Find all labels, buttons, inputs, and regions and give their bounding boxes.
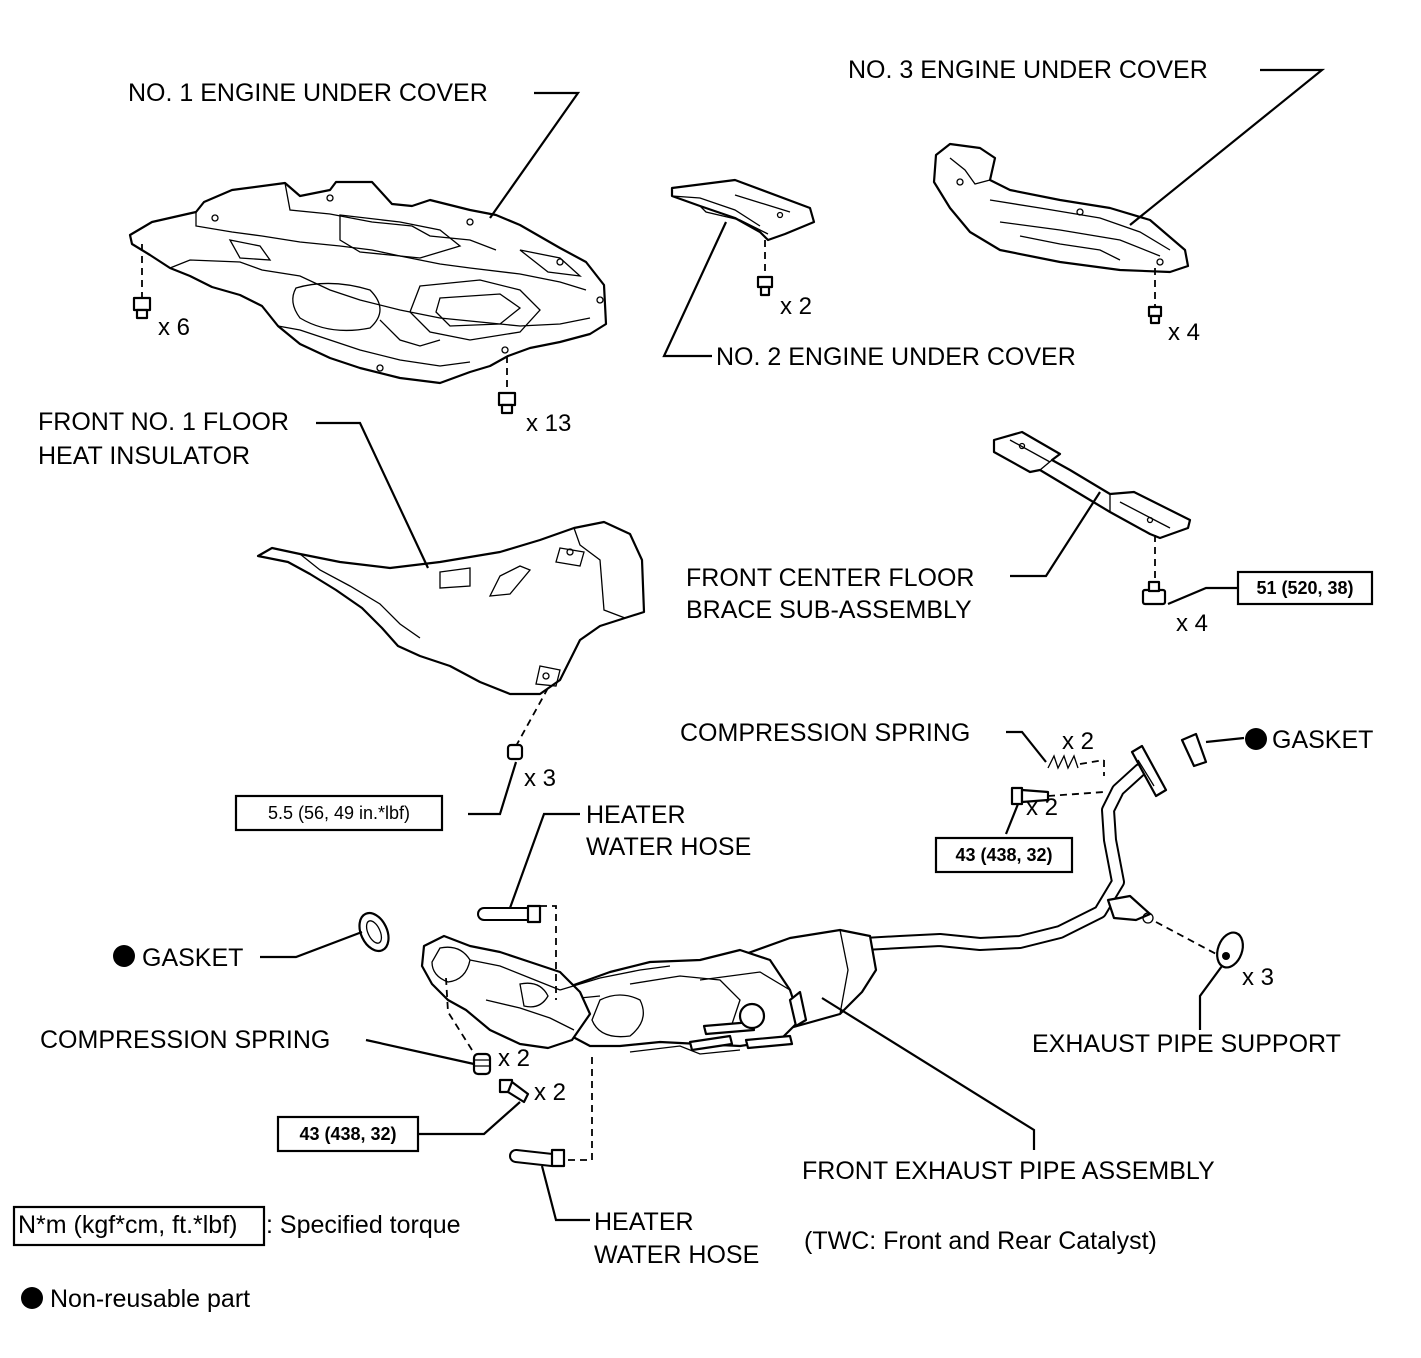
label-gasket-right: GASKET [1272, 726, 1373, 754]
no3-engine-under-cover-part [932, 142, 1190, 274]
qty-front-bolt: x 2 [534, 1079, 566, 1106]
qty-no1-cover-bottom: x 13 [526, 410, 571, 437]
label-heater-hose-bottom-line1: HEATER [594, 1208, 694, 1236]
bolt-icon [132, 296, 152, 320]
label-floor-brace-line2: BRACE SUB-ASSEMBLY [686, 596, 972, 624]
non-reusable-mark [1245, 728, 1267, 750]
non-reusable-mark [21, 1287, 43, 1309]
qty-no1-cover-left: x 6 [158, 314, 190, 341]
compression-spring-icon [472, 1052, 492, 1076]
torque-heat-insulator: 5.5 (56, 49 in.*lbf) [268, 803, 410, 823]
torque-box-heat-insulator [234, 794, 444, 832]
qty-heat-insulator-nut: x 3 [524, 765, 556, 792]
bolt-icon [1147, 305, 1163, 325]
heater-water-hose-top-part [477, 904, 542, 924]
legend-torque-unit: N*m (kgf*cm, ft.*lbf) [18, 1211, 237, 1239]
bolt-icon [756, 275, 774, 297]
front-center-floor-brace-part [992, 430, 1192, 540]
label-exhaust-pipe-support: EXHAUST PIPE SUPPORT [1032, 1030, 1341, 1058]
qty-rear-bolt: x 2 [1026, 794, 1058, 821]
label-twc-note: (TWC: Front and Rear Catalyst) [804, 1227, 1157, 1255]
torque-rear-flange: 43 (438, 32) [955, 845, 1052, 865]
compression-spring-icon [1047, 754, 1079, 770]
torque-box-floor-brace [1236, 570, 1374, 606]
label-heater-hose-top-line2: WATER HOSE [586, 833, 751, 861]
qty-no3-cover: x 4 [1168, 319, 1200, 346]
qty-no2-cover: x 2 [780, 293, 812, 320]
label-compression-spring-left: COMPRESSION SPRING [40, 1026, 330, 1054]
torque-box-front-flange [276, 1115, 420, 1153]
gasket-right-part [1180, 732, 1208, 768]
label-heat-insulator-line1: FRONT NO. 1 FLOOR [38, 408, 289, 436]
bolt-icon [498, 1078, 530, 1104]
torque-floor-brace: 51 (520, 38) [1256, 578, 1353, 598]
no1-engine-under-cover-part [128, 180, 608, 385]
label-front-exhaust-pipe-assembly: FRONT EXHAUST PIPE ASSEMBLY [802, 1157, 1215, 1185]
label-heat-insulator-line2: HEAT INSULATOR [38, 442, 250, 470]
label-compression-spring-right: COMPRESSION SPRING [680, 719, 970, 747]
non-reusable-mark [113, 945, 135, 967]
label-floor-brace-line1: FRONT CENTER FLOOR [686, 564, 974, 592]
label-heater-hose-bottom-line2: WATER HOSE [594, 1241, 759, 1269]
bolt-icon [1141, 580, 1167, 606]
legend-non-reusable: Non-reusable part [50, 1285, 250, 1313]
qty-exhaust-support: x 3 [1242, 964, 1274, 991]
torque-front-flange: 43 (438, 32) [299, 1124, 396, 1144]
label-no3-engine-under-cover: NO. 3 ENGINE UNDER COVER [848, 56, 1208, 84]
front-no1-floor-heat-insulator-part [256, 520, 646, 696]
label-gasket-left: GASKET [142, 944, 243, 972]
exhaust-pipe-support-part [1216, 931, 1244, 969]
label-heater-hose-top-line1: HEATER [586, 801, 686, 829]
legend-torque-box [12, 1205, 266, 1247]
bolt-icon [497, 391, 517, 415]
qty-floor-brace: x 4 [1176, 610, 1208, 637]
label-no1-engine-under-cover: NO. 1 ENGINE UNDER COVER [128, 79, 488, 107]
gasket-left-part [358, 911, 390, 953]
nut-icon [506, 743, 524, 761]
qty-rear-spring: x 2 [1062, 728, 1094, 755]
heater-water-hose-bottom-part [509, 1148, 566, 1168]
label-no2-engine-under-cover: NO. 2 ENGINE UNDER COVER [716, 343, 1076, 371]
qty-front-spring: x 2 [498, 1045, 530, 1072]
front-exhaust-pipe-assembly-part [420, 744, 1168, 1055]
no2-engine-under-cover-part [670, 178, 816, 242]
torque-box-rear-flange [934, 836, 1074, 874]
legend-torque-desc: : Specified torque [266, 1211, 461, 1239]
